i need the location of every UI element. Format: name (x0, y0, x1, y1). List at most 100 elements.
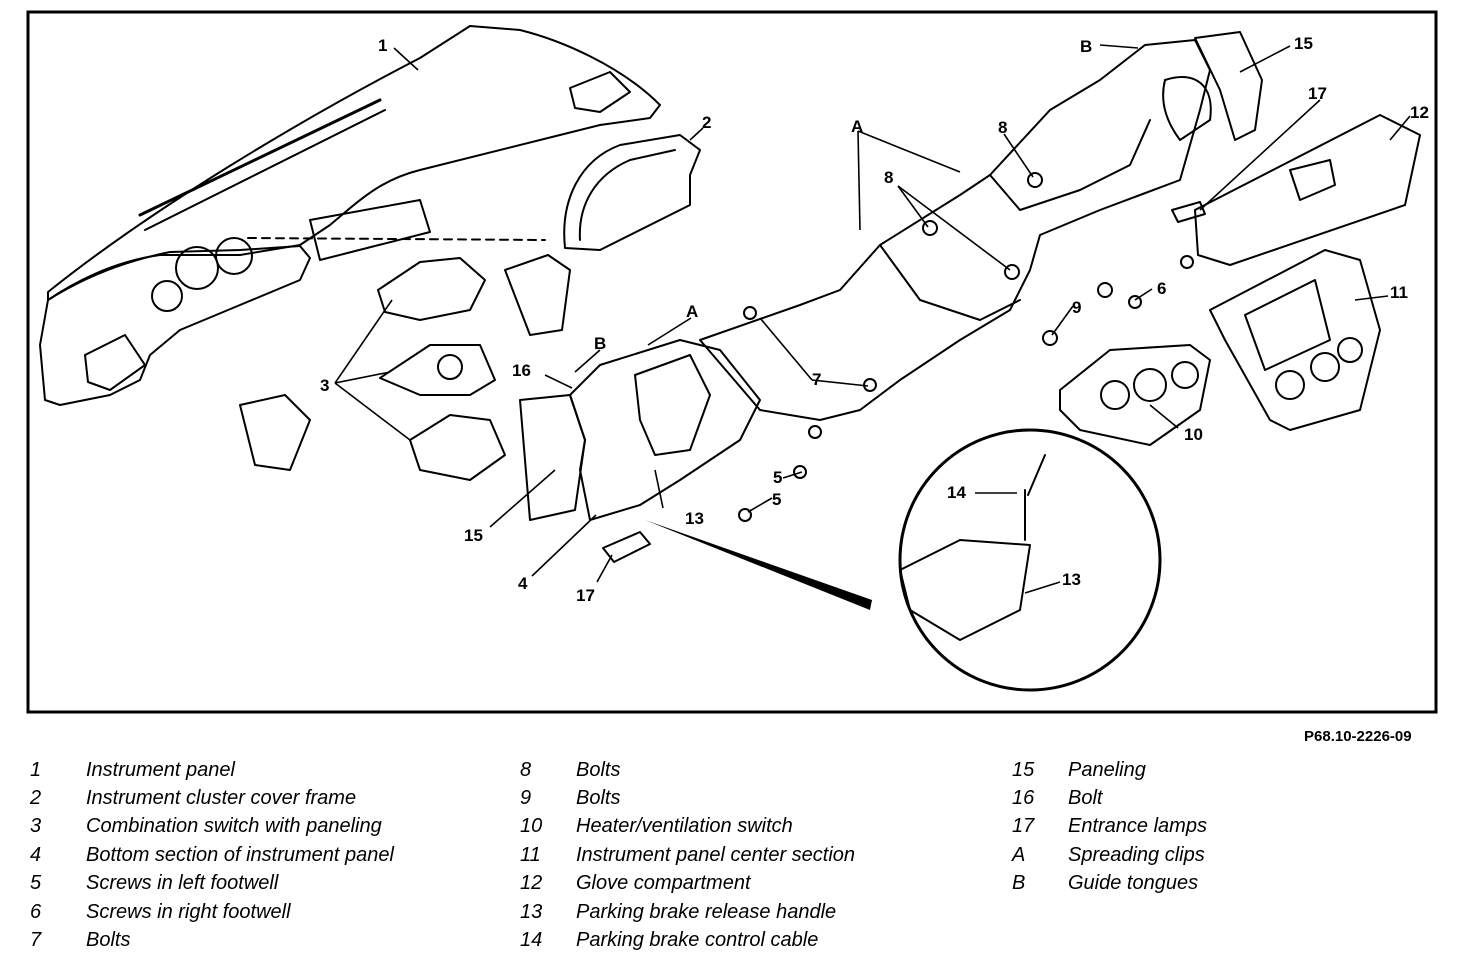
bottom-section-left (519, 339, 761, 563)
callout-15: 15 (464, 526, 483, 545)
legend-label: Bolts (86, 929, 131, 952)
callouts: 1 2 3 4 5 5 6 7 8 8 9 10 11 12 13 13 14 … (320, 34, 1429, 605)
legend-label: Bolt (1068, 787, 1103, 810)
callout-B: B (1080, 37, 1092, 56)
combination-switch (239, 254, 571, 481)
legend-row: B Guide tongues (1012, 870, 1207, 898)
legend-row: A Spreading clips (1012, 841, 1207, 869)
leader-lines (334, 44, 1411, 594)
legend-row: 16 Bolt (1012, 784, 1207, 812)
legend-row: 5 Screws in left footwell (30, 870, 394, 898)
legend-row: 10 Heater/ventilation switch (520, 813, 855, 841)
legend-label: Spreading clips (1068, 843, 1205, 866)
legend-key: 3 (30, 815, 42, 838)
callout-5: 5 (772, 490, 781, 509)
callout-8: 8 (998, 118, 1007, 137)
legend-column-3: 15 Paneling 16 Bolt 17 Entrance lamps A Spre… (1012, 756, 1207, 898)
legend-row: 14 Parking brake control cable (520, 926, 855, 954)
legend-row: 17 Entrance lamps (1012, 813, 1207, 841)
callout-A: A (851, 117, 863, 136)
paneling-right (1194, 31, 1263, 141)
cluster-cover-frame (563, 134, 701, 251)
legend-key: 8 (520, 758, 532, 781)
callout-8: 8 (884, 168, 893, 187)
legend-row: 13 Parking brake release handle (520, 898, 855, 926)
legend-key: 6 (30, 900, 42, 923)
legend-row: 15 Paneling (1012, 756, 1207, 784)
legend-key: 13 (520, 900, 543, 923)
glove-compartment (1194, 114, 1421, 266)
callout-7: 7 (812, 370, 821, 389)
callout-1: 1 (378, 36, 387, 55)
callout-B: B (594, 334, 606, 353)
legend-row: 9 Bolts (520, 784, 855, 812)
center-section (1209, 249, 1381, 431)
detail-pointer (645, 520, 872, 610)
legend-label: Parking brake control cable (576, 929, 819, 952)
callout-17: 17 (576, 586, 595, 605)
legend-key: 9 (520, 787, 532, 810)
legend-key: 17 (1012, 815, 1035, 838)
legend-key: 1 (30, 758, 42, 781)
legend-key: 12 (520, 872, 543, 895)
legend-key: 2 (30, 787, 42, 810)
detail-view (898, 428, 1162, 692)
legend-label: Instrument panel center section (576, 843, 856, 866)
legend-key: 14 (520, 929, 543, 952)
legend-label: Guide tongues (1068, 872, 1199, 895)
callout-A: A (686, 302, 698, 321)
legend-row: 3 Combination switch with paneling (30, 813, 394, 841)
callout-3: 3 (320, 376, 329, 395)
legend-label: Heater/ventilation switch (576, 815, 793, 838)
legend-label: Screws in right footwell (86, 900, 291, 923)
legend-label: Paneling (1068, 758, 1146, 781)
callout-10: 10 (1184, 425, 1203, 444)
callout-5: 5 (773, 468, 782, 487)
callout-6: 6 (1157, 279, 1166, 298)
legend-label: Screws in left footwell (86, 872, 279, 895)
callout-13: 13 (685, 509, 704, 528)
exploded-diagram: 1 2 3 4 5 5 6 7 8 8 9 10 11 12 13 13 14 … (26, 10, 1438, 714)
diagram-frame (26, 10, 1438, 714)
legend-key: A (1012, 843, 1026, 866)
callout-12: 12 (1410, 103, 1429, 122)
figure-code: P68.10-2226-09 (1304, 728, 1412, 745)
legend-key: 11 (520, 843, 541, 866)
legend-key: 16 (1012, 787, 1035, 810)
entrance-lamp-right (1171, 201, 1206, 223)
callout-17: 17 (1308, 84, 1327, 103)
callout-16: 16 (512, 361, 531, 380)
legend-key: 7 (30, 929, 42, 952)
legend-key: 5 (30, 872, 42, 895)
legend-label: Glove compartment (576, 872, 751, 895)
heater-switch (1059, 344, 1211, 446)
legend-row: 1 Instrument panel (30, 756, 394, 784)
callout-15: 15 (1294, 34, 1313, 53)
legend-key: B (1012, 872, 1026, 895)
legend-key: 15 (1012, 758, 1035, 781)
legend-row: 11 Instrument panel center section (520, 841, 855, 869)
legend-row: 12 Glove compartment (520, 870, 855, 898)
legend-label: Combination switch with paneling (86, 815, 382, 838)
legend-row: 6 Screws in right footwell (30, 898, 394, 926)
callout-11: 11 (1390, 283, 1408, 302)
legend-key: 10 (520, 815, 543, 838)
legend-label: Bottom section of instrument panel (86, 843, 394, 866)
callout-14: 14 (947, 483, 966, 502)
legend-label: Parking brake release handle (576, 900, 837, 923)
legend-label: Entrance lamps (1068, 815, 1207, 838)
legend-label: Bolts (576, 787, 621, 810)
callout-13-detail: 13 (1062, 570, 1081, 589)
instrument-panel (39, 25, 661, 406)
legend-row: 7 Bolts (30, 926, 394, 954)
legend-label: Instrument panel (86, 758, 235, 781)
callout-4: 4 (518, 574, 528, 593)
bolts (738, 172, 1194, 522)
callout-9: 9 (1072, 298, 1081, 317)
callout-2: 2 (702, 113, 711, 132)
